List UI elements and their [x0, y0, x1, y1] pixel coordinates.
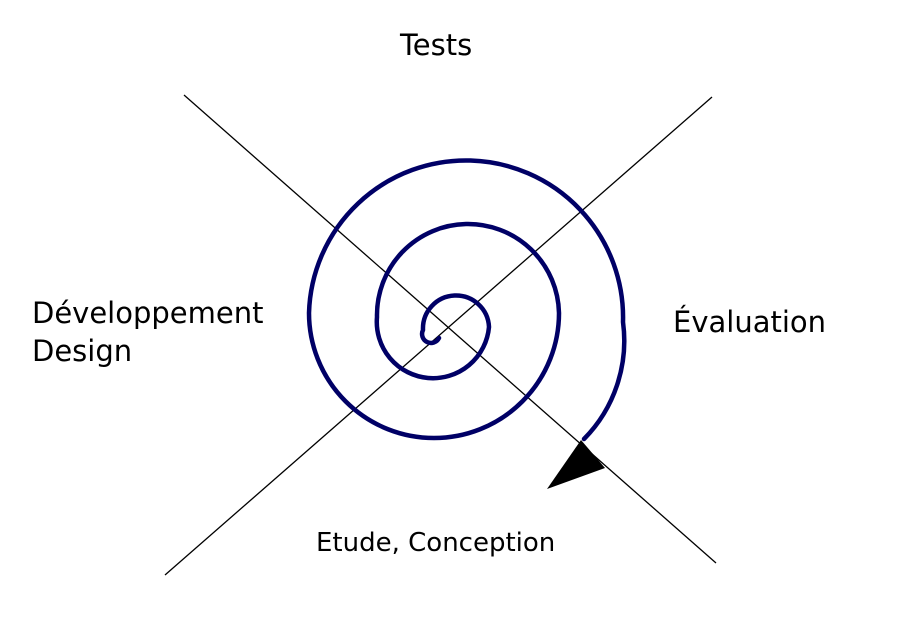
quadrant-label-evaluation: Évaluation — [673, 305, 827, 339]
quadrant-label-developpement: Développement — [32, 296, 264, 330]
axis-line-descending — [183, 94, 717, 564]
quadrant-label-developpement-design: Développement Design — [32, 294, 263, 370]
quadrant-label-design: Design — [32, 334, 133, 368]
quadrant-label-etude-conception: Etude, Conception — [316, 528, 556, 558]
spiral-curve — [306, 158, 627, 442]
quadrant-label-tests: Tests — [400, 28, 473, 62]
arrowhead-icon — [547, 440, 605, 489]
